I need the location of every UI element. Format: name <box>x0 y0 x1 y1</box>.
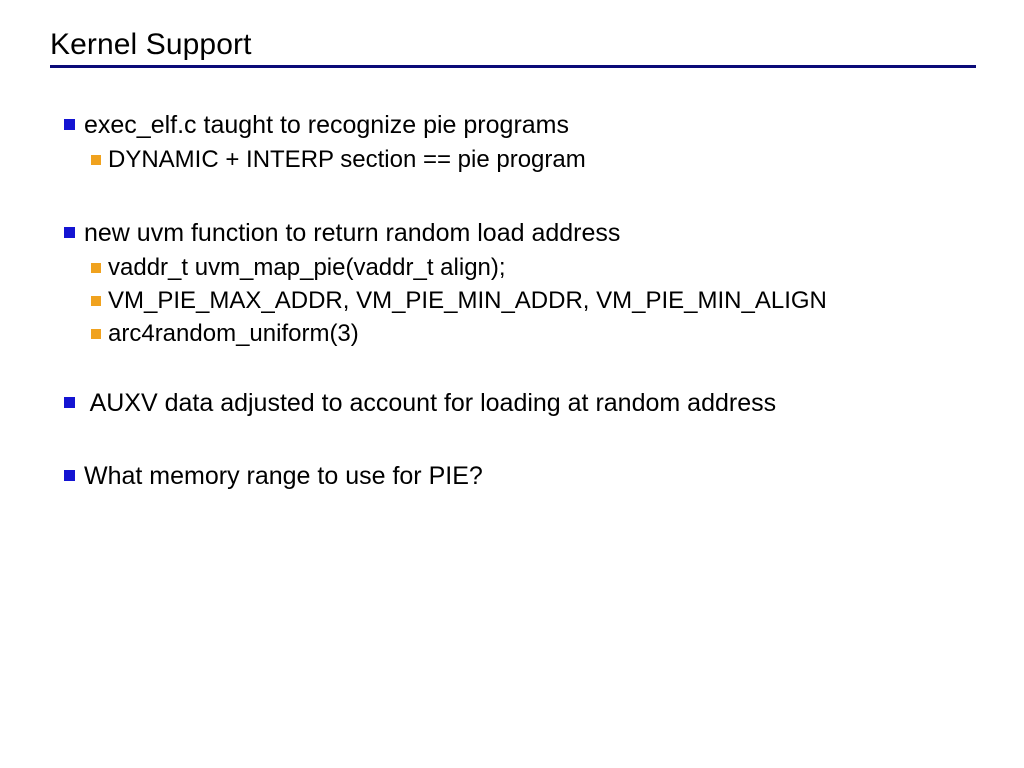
list-item: What memory range to use for PIE? <box>0 459 1024 494</box>
slide-header: Kernel Support <box>50 28 976 68</box>
list-item-label: VM_PIE_MAX_ADDR, VM_PIE_MIN_ADDR, VM_PIE… <box>108 287 827 314</box>
list-item: arc4random_uniform(3) <box>0 317 1024 350</box>
spacer <box>0 350 1024 386</box>
list-item-label: new uvm function to return random load a… <box>84 219 621 247</box>
bullet-square-icon <box>91 155 101 165</box>
spacer <box>0 176 1024 216</box>
bullet-square-icon <box>91 263 101 273</box>
bullet-square-icon <box>91 329 101 339</box>
slide-body: exec_elf.c taught to recognize pie progr… <box>0 108 1024 494</box>
bullet-square-icon <box>64 119 75 130</box>
list-item: VM_PIE_MAX_ADDR, VM_PIE_MIN_ADDR, VM_PIE… <box>0 284 1024 317</box>
list-item: new uvm function to return random load a… <box>0 216 1024 251</box>
list-item: vaddr_t uvm_map_pie(vaddr_t align); <box>0 251 1024 284</box>
list-item-label: What memory range to use for PIE? <box>84 462 483 490</box>
title-underline-rule <box>50 65 976 68</box>
bullet-square-icon <box>91 296 101 306</box>
list-item: DYNAMIC + INTERP section == pie program <box>0 143 1024 176</box>
bullet-square-icon <box>64 227 75 238</box>
list-item-label: AUXV data adjusted to account for loadin… <box>84 389 777 417</box>
bullet-square-icon <box>64 470 75 481</box>
list-item-label: exec_elf.c taught to recognize pie progr… <box>84 111 569 139</box>
list-item: exec_elf.c taught to recognize pie progr… <box>0 108 1024 143</box>
spacer <box>0 421 1024 459</box>
list-item-label: arc4random_uniform(3) <box>108 320 359 347</box>
page-title: Kernel Support <box>50 28 252 61</box>
bullet-square-icon <box>64 397 75 408</box>
list-item-label: DYNAMIC + INTERP section == pie program <box>108 146 586 173</box>
list-item: AUXV data adjusted to account for loadin… <box>0 386 1024 421</box>
list-item-label: vaddr_t uvm_map_pie(vaddr_t align); <box>108 254 506 281</box>
